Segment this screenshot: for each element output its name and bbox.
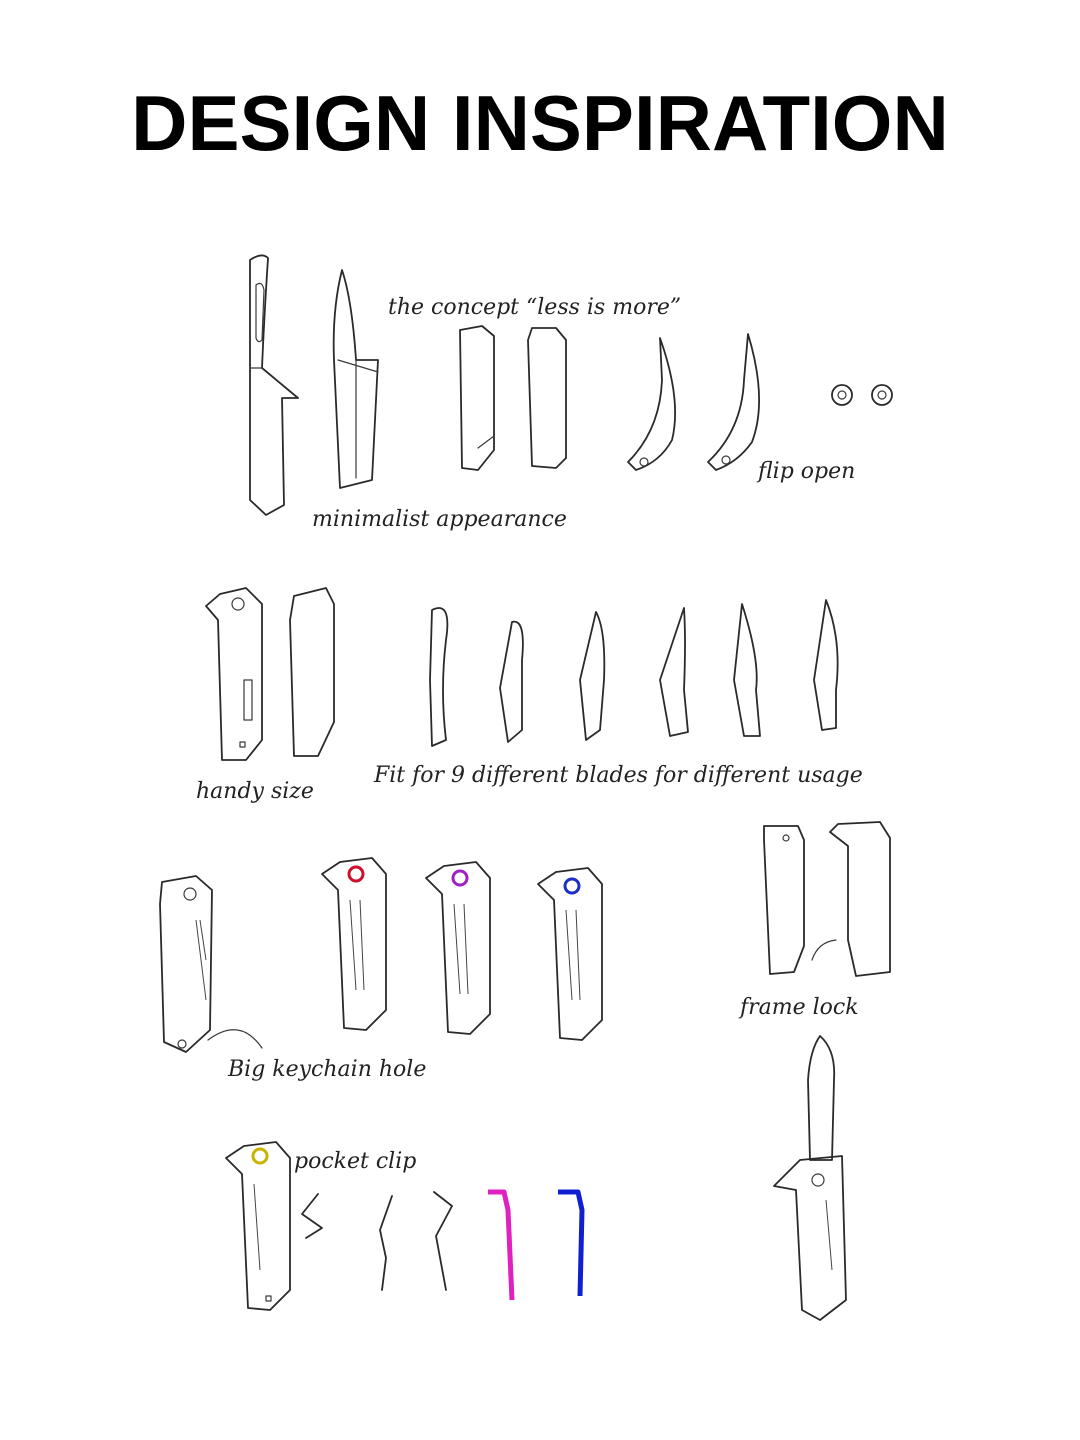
clip-sketch-1 xyxy=(301,1193,323,1239)
blade-6 xyxy=(813,599,839,731)
blade-4 xyxy=(659,607,689,737)
note-concept: the concept “less is more” xyxy=(388,295,681,320)
pivot-red-icon xyxy=(347,865,365,883)
knife-sketch-keychain xyxy=(159,875,263,1053)
knife-blue-pivot xyxy=(537,867,603,1041)
scalpel-sketch-side xyxy=(332,269,379,489)
frame-sketch-b xyxy=(707,333,761,471)
handle-sketch-a xyxy=(459,325,495,471)
knife-red-pivot xyxy=(321,857,387,1031)
scalpel-knife-open xyxy=(773,1035,847,1321)
note-keychain: Big keychain hole xyxy=(227,1057,426,1082)
frame-sketch-a xyxy=(627,337,676,471)
clip-sketches xyxy=(301,1189,585,1301)
scalpel-sketch-open xyxy=(249,254,299,516)
clip-blue xyxy=(558,1189,585,1297)
blade-3 xyxy=(579,611,606,741)
note-flip-open: flip open xyxy=(756,459,855,484)
knife-gold-pivot xyxy=(225,1141,291,1311)
clip-pink xyxy=(488,1189,515,1301)
note-frame-lock: frame lock xyxy=(738,995,859,1020)
handle-sketch-b xyxy=(527,327,567,469)
handle-back-sketch xyxy=(289,587,335,757)
pivot-purple-icon xyxy=(451,869,469,887)
page-title: DESIGN INSPIRATION xyxy=(131,79,949,167)
blade-set xyxy=(429,599,839,747)
screw-icons xyxy=(831,384,893,406)
note-pocket-clip: pocket clip xyxy=(294,1149,416,1174)
blade-1 xyxy=(429,607,449,747)
blade-2 xyxy=(499,620,524,743)
blade-5 xyxy=(733,603,761,737)
clip-sketch-3 xyxy=(433,1191,453,1291)
frame-lock-sketch xyxy=(763,821,891,977)
pivot-gold-icon xyxy=(251,1147,269,1165)
handle-front-sketch xyxy=(205,587,263,761)
note-blades: Fit for 9 different blades for different… xyxy=(373,763,863,788)
pivot-blue-icon xyxy=(563,877,581,895)
note-handy-size: handy size xyxy=(196,779,314,804)
note-minimalist: minimalist appearance xyxy=(312,507,567,532)
knife-purple-pivot xyxy=(425,861,491,1035)
clip-sketch-2 xyxy=(379,1195,393,1291)
